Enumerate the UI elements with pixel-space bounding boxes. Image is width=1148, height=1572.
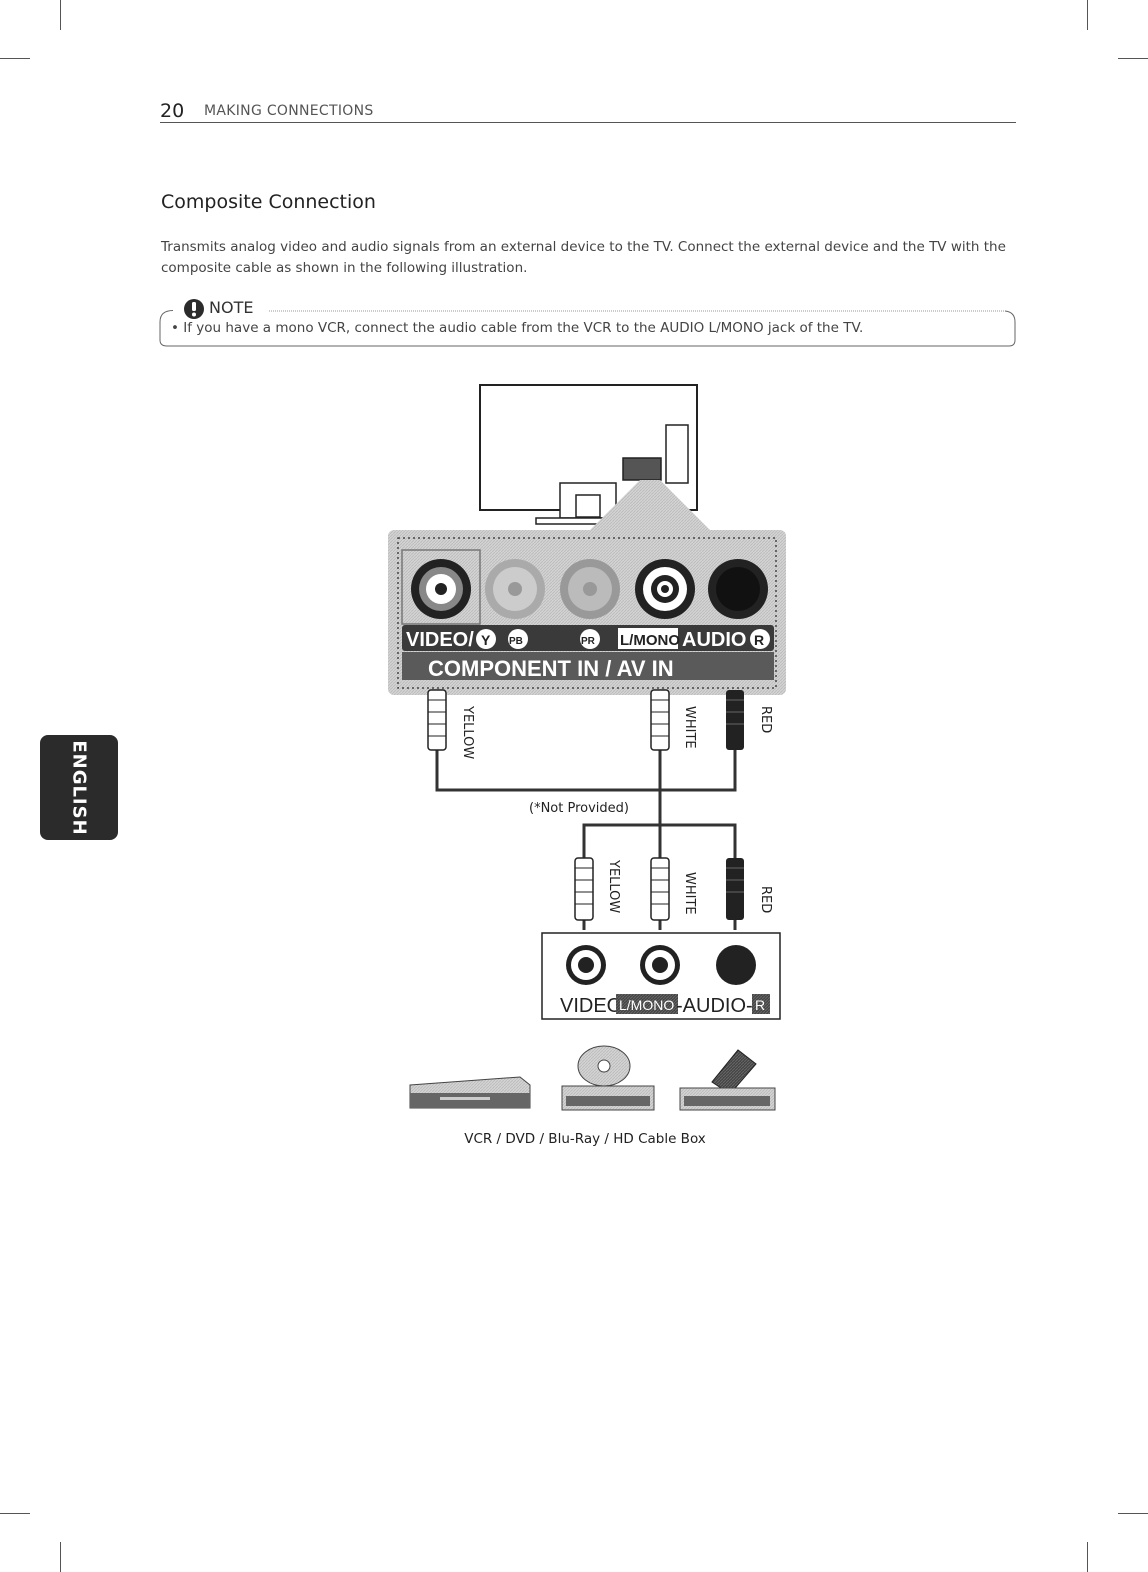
crop-mark — [0, 58, 30, 59]
device-audio-label: -AUDIO- — [676, 995, 753, 1017]
device-output-panel: VIDEO L/MONO -AUDIO- R — [541, 932, 781, 1020]
note-text: • If you have a mono VCR, connect the au… — [171, 320, 864, 336]
page-title: Composite Connection — [161, 191, 376, 213]
cable-label-red-top: RED — [758, 706, 773, 733]
video-y-label: VIDEO/ — [406, 629, 474, 651]
vcr-illustration — [409, 1076, 531, 1109]
tv-rear-illustration — [479, 384, 710, 530]
device-jack-video — [566, 945, 606, 985]
jack-pb — [485, 559, 545, 619]
plug-yellow-bottom — [574, 857, 594, 921]
cable-box-illustration — [679, 1049, 776, 1111]
jack-audio-r — [708, 559, 768, 619]
dvd-player-illustration — [561, 1045, 655, 1111]
device-jack-audio-l — [640, 945, 680, 985]
crop-mark — [1118, 1513, 1148, 1514]
plug-white-top — [650, 689, 670, 751]
device-jack-audio-r — [716, 945, 756, 985]
jack-audio-l — [635, 559, 695, 619]
page-header: 20 MAKING CONNECTIONS — [160, 100, 1016, 123]
plug-yellow-top — [427, 689, 447, 751]
exclamation-icon — [184, 299, 204, 319]
tv-input-panel: VIDEO/ Y PB PR L/MONO AUDIO R COMPONENT … — [388, 530, 786, 695]
section-name: MAKING CONNECTIONS — [204, 103, 374, 119]
plug-red-bottom — [726, 858, 744, 920]
crop-mark — [1087, 0, 1088, 30]
note-frame — [159, 310, 1016, 347]
bottom-plugs — [574, 857, 744, 921]
pr-badge: PR — [581, 636, 596, 647]
crop-mark — [1118, 58, 1148, 59]
jack-pr — [560, 559, 620, 619]
plug-red-top — [726, 690, 744, 750]
cable-label-yellow-top: YELLOW — [460, 705, 475, 759]
crop-mark — [60, 0, 61, 30]
not-provided-note: (*Not Provided) — [529, 801, 629, 816]
panel-title: COMPONENT IN / AV IN — [428, 656, 674, 681]
audio-label: AUDIO — [682, 629, 746, 651]
intro-paragraph: Transmits analog video and audio signals… — [161, 239, 1006, 276]
r-badge: R — [754, 632, 764, 648]
language-tab: ENGLISH — [40, 735, 118, 840]
lmono-label: L/MONO — [620, 632, 680, 649]
crop-mark — [1087, 1542, 1088, 1572]
y-badge: Y — [481, 632, 491, 648]
jack-video-y — [411, 559, 471, 619]
plug-white-bottom — [650, 857, 670, 921]
page-number: 20 — [160, 100, 185, 122]
note-title: NOTE — [209, 298, 258, 317]
crop-mark — [60, 1542, 61, 1572]
cable-label-white-top: WHITE — [682, 706, 697, 749]
crop-mark — [0, 1513, 30, 1514]
device-caption: VCR / DVD / Blu-Ray / HD Cable Box — [464, 1131, 706, 1147]
top-plugs — [427, 689, 744, 751]
device-lmono-label: L/MONO — [619, 997, 674, 1013]
pb-badge: PB — [509, 636, 523, 647]
device-video-label: VIDEO — [560, 995, 622, 1017]
note-box: NOTE • If you have a mono VCR, connect t… — [159, 298, 1016, 347]
cable-label-white-bottom: WHITE — [682, 872, 697, 915]
cable-label-red-bottom: RED — [758, 886, 773, 913]
cable-label-yellow-bottom: YELLOW — [606, 859, 621, 913]
device-r-label: R — [755, 997, 765, 1013]
